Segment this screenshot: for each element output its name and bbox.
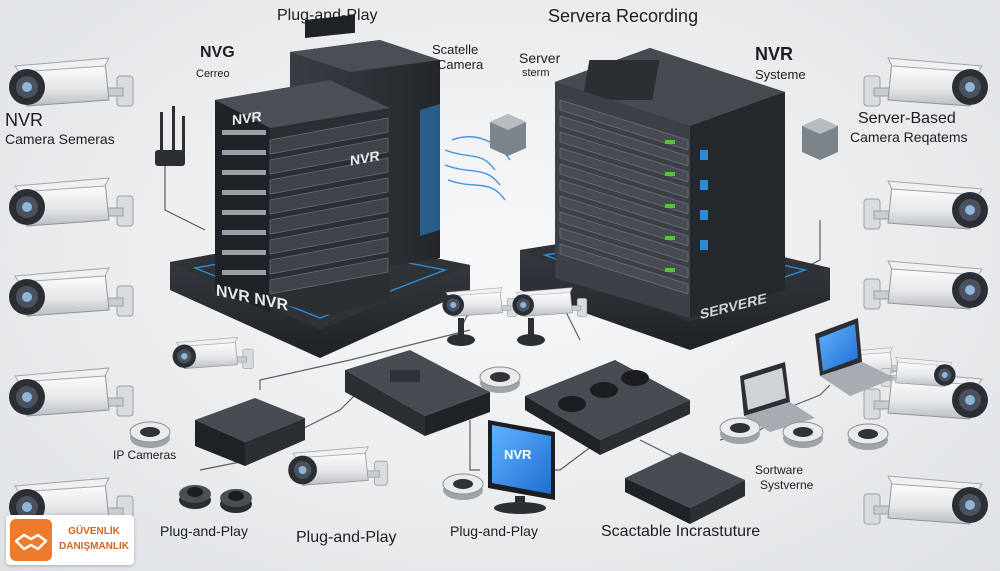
puck-camera-6 — [719, 417, 761, 445]
label-server-based: Server-Based — [858, 110, 956, 127]
label-systverne: Systverne — [760, 478, 814, 492]
camera-mid-left — [172, 337, 254, 369]
dome-camera-2 — [220, 489, 252, 513]
laptop-icon — [815, 318, 895, 396]
fan-server-box — [525, 360, 690, 455]
camera-left-2 — [8, 177, 134, 227]
handshake-icon — [10, 519, 52, 561]
label-camera-top: Camera — [437, 57, 484, 72]
dvr-box-device — [195, 398, 305, 466]
junction-box-icon — [490, 114, 526, 156]
camera-center-1 — [442, 287, 518, 317]
label-sterm: sterm — [522, 67, 550, 79]
dome-camera-1 — [179, 485, 211, 509]
label-plug-and-play-bottom-1: Plug-and-Play — [160, 523, 248, 539]
storage-box-device — [625, 452, 745, 524]
label-servera-recording: Servera Recording — [548, 6, 699, 26]
label-plug-and-play-bottom-2: Plug-and-Play — [296, 529, 397, 546]
server-rack — [555, 48, 785, 318]
laptop-icon — [740, 362, 815, 432]
label-nvr-top-right: NVR — [755, 44, 794, 64]
label-monitor-nvr: NVR — [504, 447, 532, 462]
label-systeme: Systeme — [755, 67, 806, 82]
logo-line-1: GÜVENLİK — [68, 526, 120, 537]
label-camera-semeras: Camera Semeras — [5, 131, 115, 147]
company-logo: GÜVENLİK DANIŞMANLIK — [6, 515, 134, 565]
puck-camera-3 — [442, 473, 484, 501]
nvr-rack-front — [215, 80, 390, 315]
puck-camera-4 — [782, 421, 824, 449]
cable-bundle — [444, 136, 511, 201]
label-server-top: Server — [519, 50, 561, 66]
nvr-monitor — [488, 420, 555, 514]
camera-right-3 — [864, 261, 988, 309]
logo-line-2: DANIŞMANLIK — [59, 541, 129, 552]
junction-box-icon — [802, 118, 838, 160]
camera-right-1 — [864, 58, 988, 106]
label-nvg: NVG — [200, 44, 235, 61]
puck-camera-1 — [129, 421, 171, 449]
label-plug-and-play-bottom-3: Plug-and-Play — [450, 523, 538, 539]
label-nvr-left: NVR — [5, 110, 44, 130]
puck-camera-2 — [479, 366, 521, 394]
wifi-router-icon — [155, 106, 185, 166]
camera-right-2 — [864, 181, 988, 229]
camera-left-1 — [8, 57, 134, 107]
label-camera-reqatems: Camera Reqatems — [850, 129, 968, 145]
puck-camera-5 — [847, 423, 889, 451]
camera-right-5 — [864, 476, 988, 524]
label-ip-cameras: IP Cameras — [113, 448, 177, 462]
camera-left-3 — [8, 267, 134, 317]
label-scatelle: Scatelle — [432, 42, 479, 57]
camera-bottom-mid — [287, 446, 388, 486]
label-cerreo: Cerreo — [196, 68, 230, 80]
label-plug-and-play-top: Plug-and-Play — [277, 7, 378, 24]
label-scactable-infrastructure: Scactable Incrastuture — [601, 523, 761, 540]
camera-left-4 — [8, 367, 134, 417]
label-software: Sortware — [755, 463, 804, 477]
nvr-box-device — [345, 350, 490, 436]
